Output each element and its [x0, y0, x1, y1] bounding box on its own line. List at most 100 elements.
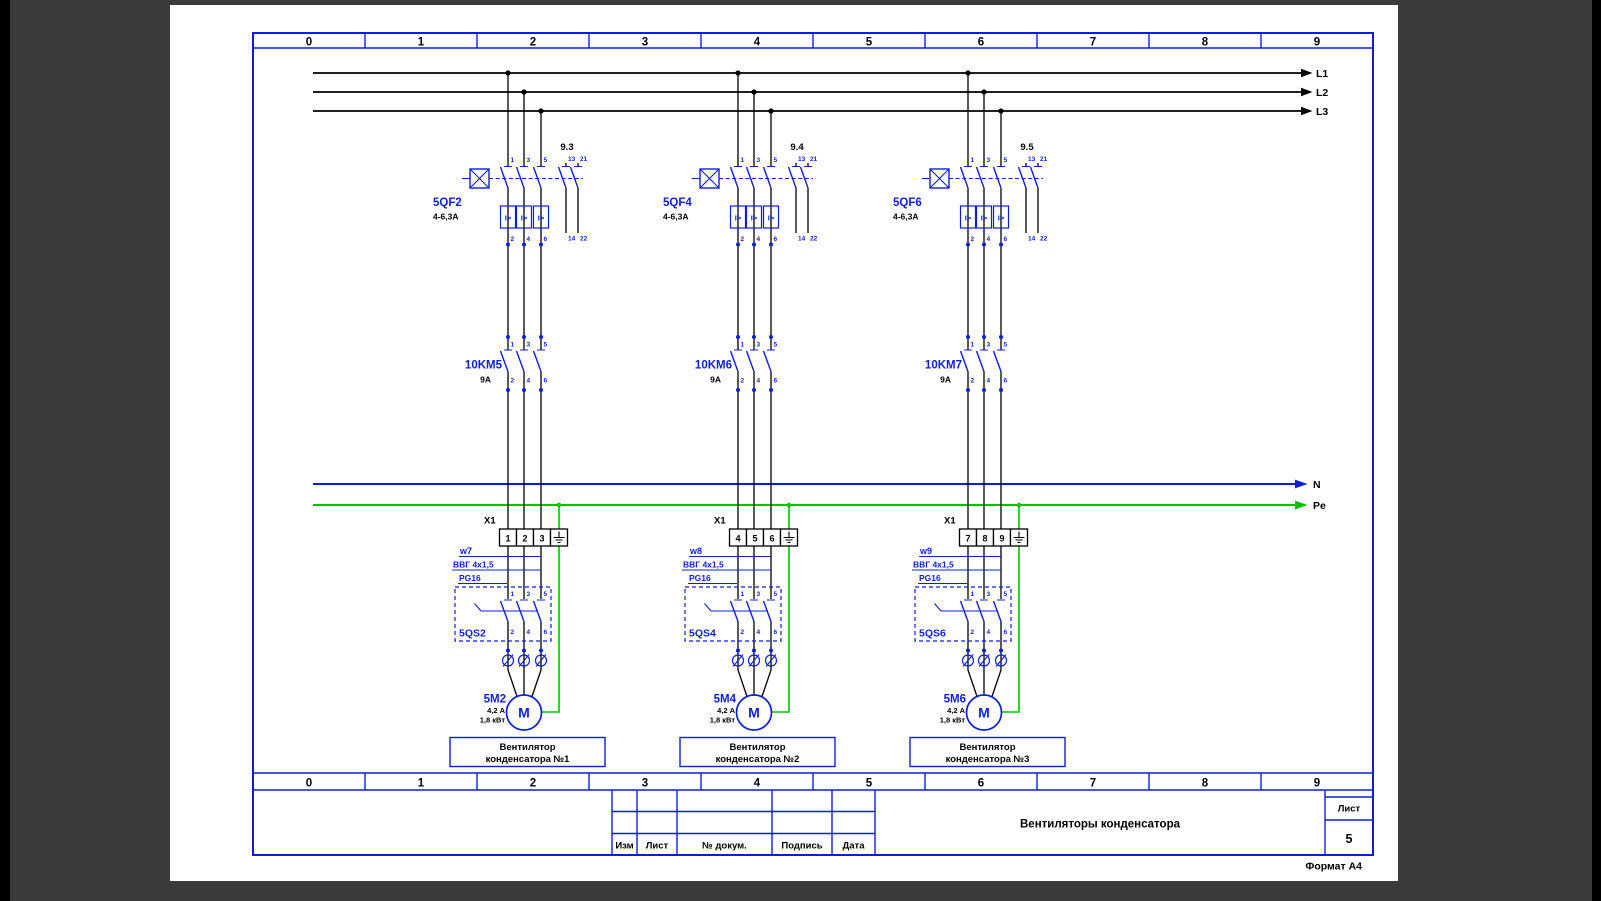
pin-label: 2 [741, 629, 745, 636]
sheet-frame [252, 32, 1374, 856]
ruler-number: 7 [1090, 778, 1096, 790]
pin-label: 1 [511, 591, 515, 598]
pin-label: 2 [511, 236, 515, 243]
pin-label: 3 [987, 342, 991, 349]
breaker-name: 5QF6 [893, 197, 922, 209]
terminal-dot [736, 335, 740, 339]
motor-power: 1,8 кВт [940, 716, 966, 725]
contact-blades [729, 166, 809, 189]
terminal-number: 8 [982, 534, 987, 544]
terminal-block-name: X1 [484, 516, 496, 527]
breaker-name: 5QF2 [433, 197, 462, 209]
phase-wire-a [507, 73, 519, 699]
pin-label: 2 [971, 378, 975, 385]
cable-wire-id: w7 [459, 546, 472, 556]
pin-label: 3 [757, 342, 761, 349]
contactor-rating: 9А [710, 375, 721, 385]
pin-label: 1 [511, 157, 515, 164]
pin-label: 22 [1040, 236, 1048, 243]
pin-label: 2 [741, 378, 745, 385]
branch-caption: Вентилятор конденсатора №3 [909, 736, 1066, 768]
pin-label: 2 [511, 629, 515, 636]
circuit-breaker-symbol: 9.3 1 3 5 13 21 I> I> I> 2 4 6 [433, 142, 588, 247]
terminal-dot [999, 242, 1003, 247]
branch-caption: Вентилятор конденсатора №2 [679, 736, 836, 768]
terminal-dot [999, 648, 1003, 653]
gland-icon [501, 654, 515, 667]
pin-label: 1 [741, 342, 745, 349]
contactor-symbol: 1 3 5 2 4 6 10KM5 9А [465, 335, 548, 392]
pin-label: 1 [971, 591, 975, 598]
ruler-number: 0 [306, 778, 312, 790]
breaker-rating: 4-6,3А [433, 212, 459, 222]
aux-contact-wires [1025, 163, 1039, 233]
phase-wire-a [967, 73, 979, 699]
terminal-dot [966, 335, 970, 339]
cable-wire-id: w8 [689, 546, 702, 556]
top-ruler-dividers [364, 33, 1262, 48]
pin-label: 1 [741, 591, 745, 598]
motor-letter: M [518, 705, 530, 721]
pin-label: 4 [527, 629, 531, 636]
pin-label: 14 [1028, 236, 1036, 243]
motor-circle [505, 694, 543, 731]
pin-label: 6 [544, 629, 548, 636]
overload-symbol: I> [751, 214, 758, 223]
terminal-dot [506, 335, 510, 339]
bus-label-pe: Pe [1313, 500, 1326, 512]
bus-label-l2: L2 [1316, 87, 1328, 99]
ruler-number: 0 [306, 37, 312, 49]
terminal-dot [752, 242, 756, 247]
gland-icon [977, 654, 991, 667]
switch-name: 5QS6 [919, 628, 946, 640]
overload-element [762, 205, 780, 229]
ruler-number: 3 [642, 37, 648, 49]
pin-label: 5 [1004, 342, 1008, 349]
cable-type: ВВГ 4x1,5 [913, 560, 954, 570]
cable-gland-type: PG16 [919, 573, 941, 583]
pin-label: 3 [757, 591, 761, 598]
pin-label: 6 [1004, 378, 1008, 385]
terminal-dot [752, 648, 756, 653]
overload-symbol: I> [768, 214, 775, 223]
overload-symbol: I> [505, 214, 512, 223]
terminal-number: 9 [999, 534, 1004, 544]
title-block-verticals [611, 790, 1326, 855]
terminal-dot [982, 388, 986, 392]
gland-icon [731, 654, 745, 667]
caption-line2: конденсатора №1 [486, 754, 571, 765]
switch-name: 5QS2 [459, 628, 486, 640]
actuator-cross-icon [469, 168, 490, 189]
gland-icon [764, 654, 778, 667]
motor-name: 5M4 [714, 694, 737, 706]
cable-designation: w8 ВВГ 4x1,5 PG16 [682, 546, 771, 585]
contact-blades [959, 350, 1002, 372]
pin-label: 21 [810, 156, 818, 163]
breaker-name: 5QF4 [663, 197, 692, 209]
earth-icon [783, 531, 795, 544]
terminal-block: X1 7 8 9 [944, 516, 1029, 547]
breaker-rating: 4-6,3А [893, 212, 919, 222]
pin-label: 6 [544, 378, 548, 385]
overload-element [532, 205, 550, 229]
pin-label: 2 [741, 236, 745, 243]
switch-name: 5QS4 [689, 628, 716, 640]
bottom-ruler-dividers [364, 773, 1262, 790]
circuit-breaker-symbol: 9.4 1 3 5 13 21 I> I> I> 2 4 6 [663, 142, 818, 247]
sheet-number: 5 [1346, 832, 1353, 846]
pin-label: 14 [568, 236, 576, 243]
overload-symbol: I> [998, 214, 1005, 223]
terminal-dot [522, 388, 526, 392]
top-ruler: 0 1 2 3 4 5 6 7 8 9 [306, 37, 1320, 49]
caption-box [449, 736, 606, 768]
fan-circuit-branch: 9.5 1 3 5 13 21 I> I> I> 2 4 6 [893, 70, 1066, 768]
disconnect-switch: 1 3 5 2 4 6 5QS4 [684, 586, 782, 642]
terminal-dot [982, 648, 986, 653]
overload-element [975, 205, 993, 229]
motor-current: 4,2 А [717, 706, 736, 715]
branch-caption: Вентилятор конденсатора №1 [449, 736, 606, 768]
gland-icon [517, 654, 531, 667]
terminal-dot [999, 335, 1003, 339]
terminal-number: 4 [735, 534, 740, 544]
terminal-dot [966, 388, 970, 392]
